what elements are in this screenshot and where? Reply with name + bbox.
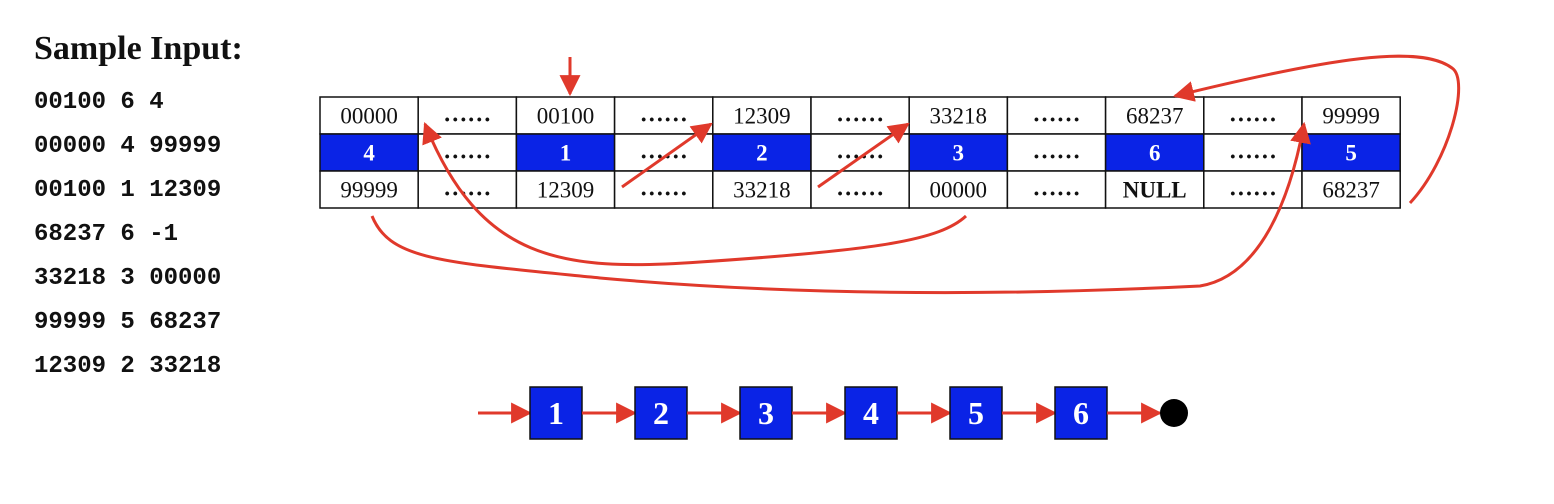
table-cell-address: 00000 xyxy=(340,104,398,129)
table-cell-data: …… xyxy=(443,139,491,165)
table-cell xyxy=(319,170,419,209)
table-cell xyxy=(712,133,812,172)
list-node-value: 4 xyxy=(863,395,879,431)
table-cell-next: …… xyxy=(1229,176,1277,202)
sample-input-title: Sample Input: xyxy=(34,30,243,67)
table-cell-data: 3 xyxy=(953,141,965,166)
input-line: 99999 5 68237 xyxy=(34,309,222,336)
arrow-99999-to-node5 xyxy=(370,121,1311,295)
memory-table: 00000 4 99999 …… …… …… 00100 1 12309 …… …… …… 12309 2… xyxy=(319,96,1401,209)
list-node-value: 5 xyxy=(968,395,984,431)
table-cell-address: 00100 xyxy=(537,104,595,129)
list-node-value: 6 xyxy=(1073,395,1089,431)
list-node xyxy=(1054,386,1108,440)
table-cell-address: 68237 xyxy=(1126,104,1184,129)
arrow-33218-to-node3 xyxy=(817,122,910,189)
table-cell-data: …… xyxy=(1033,139,1081,165)
table-cell-data: 6 xyxy=(1149,141,1161,166)
table-cell-next: NULL xyxy=(1123,178,1187,203)
table-cell-address: 33218 xyxy=(930,104,988,129)
table-cell-next: 68237 xyxy=(1322,178,1380,203)
null-terminator-dot xyxy=(1160,399,1188,427)
table-cell-next: …… xyxy=(836,176,884,202)
pointer-arrows xyxy=(370,54,1461,295)
table-cell-next: 33218 xyxy=(733,178,791,203)
table-cell xyxy=(515,133,616,172)
list-node xyxy=(844,386,898,440)
list-node-value: 1 xyxy=(548,395,564,431)
table-cell-address: …… xyxy=(443,102,491,128)
list-node xyxy=(739,386,793,440)
table-cell-next: 12309 xyxy=(537,178,595,203)
input-line: 00000 4 99999 xyxy=(34,133,222,160)
list-node xyxy=(949,386,1003,440)
input-line: 00100 6 4 xyxy=(34,89,164,116)
table-cell-data: …… xyxy=(640,139,688,165)
table-cell xyxy=(1301,170,1401,209)
table-cell xyxy=(1006,133,1107,172)
table-cell-data: …… xyxy=(836,139,884,165)
table-cell-data: 1 xyxy=(560,141,572,166)
table-cell-address: …… xyxy=(836,102,884,128)
table-cell xyxy=(417,170,518,209)
input-line: 33218 3 00000 xyxy=(34,265,222,292)
arrow-12309-to-node2 xyxy=(621,122,713,189)
table-cell xyxy=(1203,96,1303,135)
table-cell xyxy=(1301,96,1401,135)
table-cell-address: …… xyxy=(640,102,688,128)
table-cell-next: 99999 xyxy=(340,178,398,203)
table-cell-address: 99999 xyxy=(1322,104,1380,129)
table-cell xyxy=(1104,170,1205,209)
table-cell xyxy=(908,133,1009,172)
table-cell xyxy=(810,170,910,209)
table-cell-data: 2 xyxy=(756,141,768,166)
input-line: 00100 1 12309 xyxy=(34,177,222,204)
input-line: 68237 6 -1 xyxy=(34,221,179,248)
table-cell-data: …… xyxy=(1229,139,1277,165)
arrow-68237-to-node6 xyxy=(1172,54,1461,205)
table-cell-data: 5 xyxy=(1345,141,1357,166)
table-cell xyxy=(712,96,812,135)
arrow-00000-to-node4 xyxy=(422,122,968,267)
list-node xyxy=(634,386,688,440)
table-cell-next: …… xyxy=(1033,176,1081,202)
table-cell-next: …… xyxy=(640,176,688,202)
list-node-value: 3 xyxy=(758,395,774,431)
table-cell-data: 4 xyxy=(363,141,375,166)
table-cell-address: 12309 xyxy=(733,104,791,129)
table-cell xyxy=(515,96,616,135)
linked-list-result: 1 2 3 4 5 6 xyxy=(478,386,1188,440)
table-cell-address: …… xyxy=(1033,102,1081,128)
list-node xyxy=(529,386,583,440)
table-cell-address: …… xyxy=(1229,102,1277,128)
table-cell xyxy=(515,170,616,209)
sample-input-lines: 00100 6 4 00000 4 99999 00100 1 12309 68… xyxy=(34,88,221,396)
table-cell xyxy=(1104,96,1205,135)
table-cell xyxy=(1006,96,1107,135)
input-line: 12309 2 33218 xyxy=(34,353,222,380)
list-node-value: 2 xyxy=(653,395,669,431)
table-cell-next: 00000 xyxy=(930,178,988,203)
